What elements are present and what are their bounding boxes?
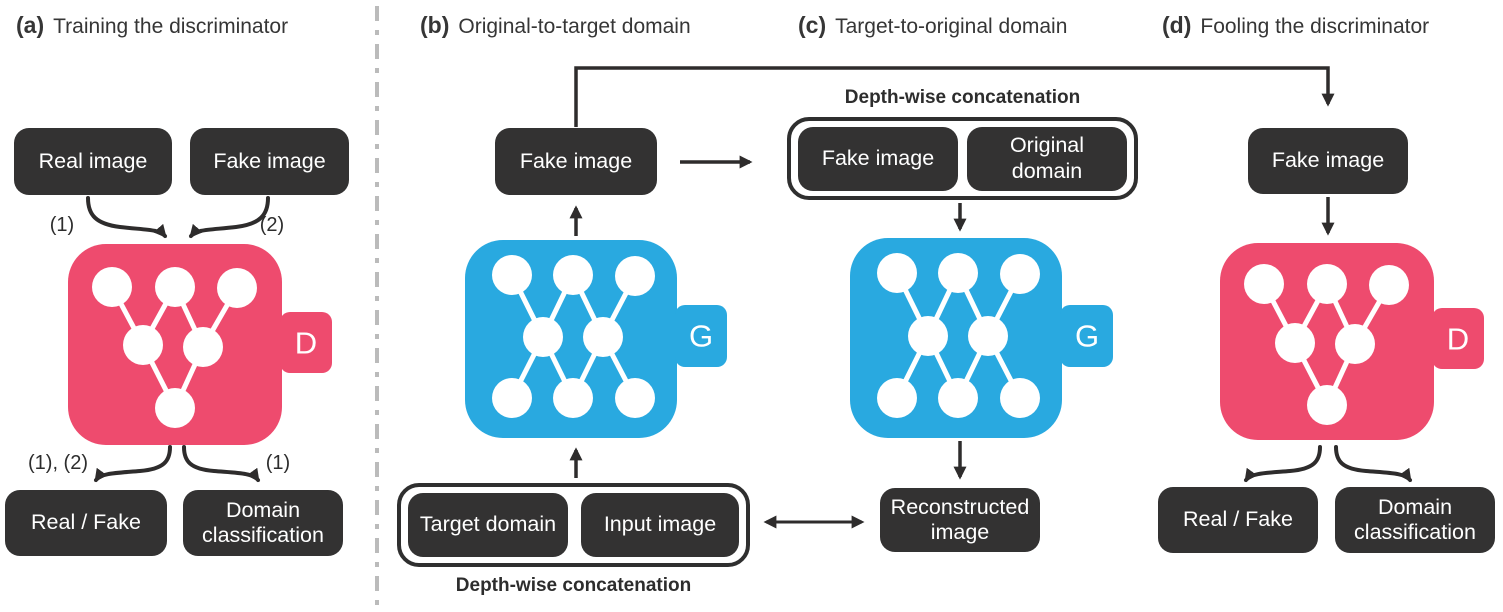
domain-classification-box-a: Domain classification [183,490,343,556]
network-tab [280,312,332,373]
panel-a-tag: (a) [16,12,45,38]
arrow-real-image-to-d [86,196,167,238]
panel-d-title-text: Fooling the discriminator [1200,15,1430,38]
fake-image-box-c: Fake image [798,126,958,191]
real-image-box: Real image [14,128,172,195]
target-domain-box: Target domain [408,493,568,557]
label-2-input: (2) [259,214,285,236]
label-1-output: (1) [265,452,291,474]
network-letter-g: G [1075,319,1099,354]
panel-c-title: (c) Target-to-original domain [798,12,1067,39]
panel-a-title: (a) Training the discriminator [16,12,288,39]
depth-wise-concat-caption-c: Depth-wise concatenation [844,87,1081,108]
panel-c-title-text: Target-to-original domain [835,15,1068,38]
fake-image-box-b: Fake image [495,128,657,195]
real-fake-box-a: Real / Fake [5,490,167,556]
arrow-d-to-real-fake [94,445,172,483]
domain-classification-box-d: Domain classification [1335,487,1495,553]
network-nodes [877,253,1040,418]
network-letter-d: D [295,326,317,361]
network-letter-g: G [689,319,713,354]
panel-b-title: (b) Original-to-target domain [420,12,691,39]
reconstructed-image-box: Reconstructed image [880,488,1040,552]
panel-c-tag: (c) [798,12,827,38]
network-tab [1060,305,1113,367]
panel-b-title-text: Original-to-target domain [458,15,691,38]
discriminator-network-a: D [68,244,332,445]
depth-wise-concat-caption-b: Depth-wise concatenation [455,575,692,596]
panel-d-title: (d) Fooling the discriminator [1162,12,1429,39]
label-1-input: (1) [49,214,75,236]
network-tab [675,305,727,367]
arrow-d-to-real-fake-d [1244,445,1322,483]
label-1-2-output: (1), (2) [28,452,88,474]
arrow-d-to-domain-classification [182,445,260,483]
generator-network-b: G [465,240,727,438]
network-nodes [1244,264,1409,425]
fake-image-box-d: Fake image [1248,128,1408,194]
depth-wise-concat-container-c: Fake image Original domain [787,117,1138,200]
network-letter-d: D [1447,322,1469,357]
panel-d-tag: (d) [1162,12,1192,38]
panel-b-tag: (b) [420,12,450,38]
input-image-box: Input image [581,493,739,557]
network-nodes [92,267,257,428]
network-nodes [492,255,655,418]
arrow-d-to-domain-classification-d [1334,445,1412,483]
generator-network-c: G [850,238,1113,438]
real-fake-box-d: Real / Fake [1158,487,1318,553]
fake-image-box-a: Fake image [190,128,349,195]
network-tab [1432,308,1484,369]
depth-wise-concat-container-b: Target domain Input image [397,483,750,567]
original-domain-box: Original domain [967,126,1127,191]
discriminator-network-d: D [1220,243,1484,440]
panel-a-title-text: Training the discriminator [53,15,289,38]
